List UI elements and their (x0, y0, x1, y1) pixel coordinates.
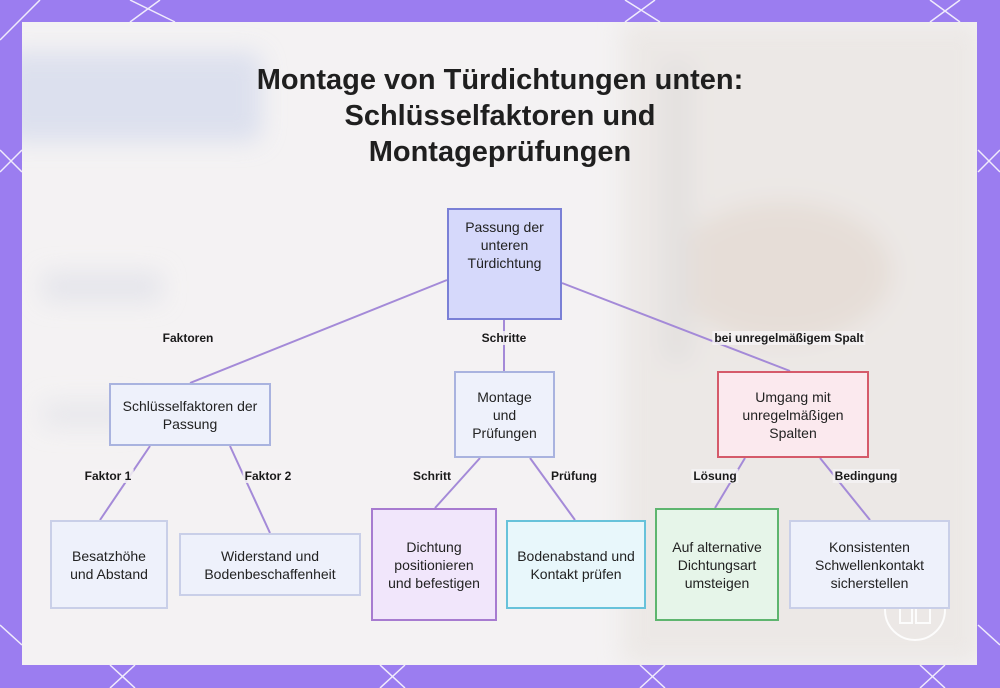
node-factor-2-label: Widerstand und Bodenbeschaffenheit (189, 547, 351, 583)
node-check: Bodenabstand und Kontakt prüfen (506, 520, 646, 609)
node-irregular-gaps: Umgang mit unregelmäßigen Spalten (717, 371, 869, 458)
node-key-factors: Schlüsselfaktoren der Passung (109, 383, 271, 446)
node-factor-1-label: Besatzhöhe und Abstand (60, 547, 158, 583)
edge-root-irregular (562, 283, 790, 371)
edge-irregular-solution (715, 458, 745, 508)
edge-assembly-step (435, 458, 480, 508)
edge-label-irregular-gap: bei unregelmäßigem Spalt (712, 331, 865, 345)
edge-assembly-check (530, 458, 575, 520)
node-factor-1: Besatzhöhe und Abstand (50, 520, 168, 609)
node-condition: Konsistenten Schwellenkontakt sicherstel… (789, 520, 950, 609)
node-step: Dichtung positionieren und befestigen (371, 508, 497, 621)
edge-factors-f1 (100, 446, 150, 520)
node-root-label: Passung der unteren Türdichtung (457, 218, 552, 272)
node-solution-label: Auf alternative Dichtungsart umsteigen (665, 538, 769, 592)
edge-label-steps: Schritte (480, 331, 529, 345)
edge-label-factor-1: Faktor 1 (83, 469, 134, 483)
node-factor-2: Widerstand und Bodenbeschaffenheit (179, 533, 361, 596)
node-check-label: Bodenabstand und Kontakt prüfen (516, 547, 636, 583)
node-assembly-checks: Montage und Prüfungen (454, 371, 555, 458)
node-assembly-checks-label: Montage und Prüfungen (464, 388, 545, 442)
edge-label-factor-2: Faktor 2 (243, 469, 294, 483)
edge-factors-f2 (230, 446, 270, 533)
edge-label-factors: Faktoren (161, 331, 216, 345)
node-solution: Auf alternative Dichtungsart umsteigen (655, 508, 779, 621)
node-irregular-gaps-label: Umgang mit unregelmäßigen Spalten (727, 388, 859, 442)
edge-label-check: Prüfung (549, 469, 599, 483)
node-key-factors-label: Schlüsselfaktoren der Passung (119, 397, 261, 433)
edge-label-condition: Bedingung (833, 469, 900, 483)
edge-root-factors (190, 280, 447, 383)
edge-label-step: Schritt (411, 469, 453, 483)
node-condition-label: Konsistenten Schwellenkontakt sicherstel… (799, 538, 940, 592)
node-step-label: Dichtung positionieren und befestigen (381, 538, 487, 592)
edge-label-solution: Lösung (691, 469, 738, 483)
edge-irregular-condition (820, 458, 870, 520)
node-root: Passung der unteren Türdichtung (447, 208, 562, 320)
